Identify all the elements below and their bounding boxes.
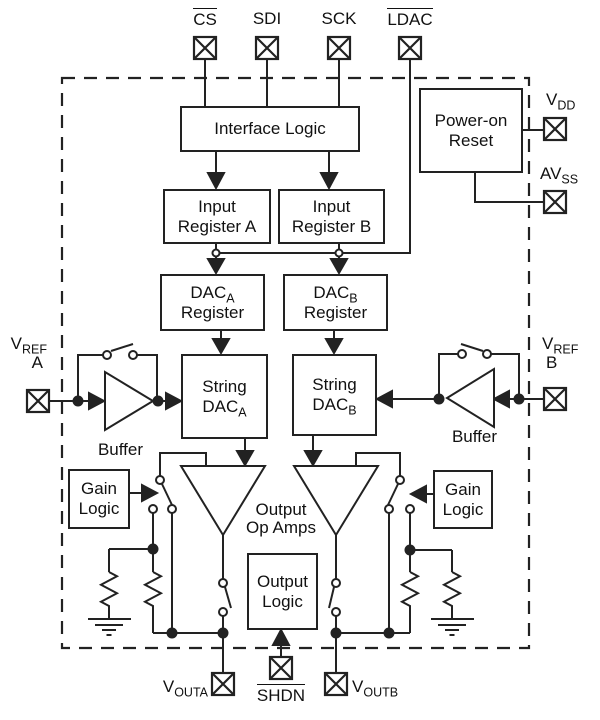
- vref-b-chain: [374, 343, 544, 429]
- sdi-pin-symbol: [254, 35, 280, 61]
- register-to-dacreg-arrows: [206, 244, 349, 276]
- voutb-pin-label: VOUTB: [352, 677, 399, 700]
- gain-logic-right-block: Gain Logic: [433, 470, 493, 529]
- gain-logic-left-block: Gain Logic: [68, 469, 130, 529]
- string-dac-b-block: String DACB: [292, 354, 377, 436]
- gain-network-right: [336, 452, 474, 639]
- avss-pin-label: AVSS: [540, 164, 579, 187]
- vdd-pin-symbol: [542, 116, 568, 142]
- sck-pin-label: SCK: [321, 9, 357, 28]
- dac-b-register-block: DACB Register: [283, 274, 388, 331]
- output-switch-left: [217, 535, 232, 673]
- ldac-pin-symbol: [397, 35, 423, 61]
- dacreg-to-stringdac-arrows: [211, 331, 344, 356]
- vref-a-pin-label: VREF A: [10, 334, 47, 372]
- chip-boundary-dashed: [60, 76, 531, 650]
- top-pin-stubs: [204, 59, 411, 254]
- output-switch-right: [328, 535, 342, 673]
- vdd-pin-label: VDD: [546, 90, 576, 113]
- voutb-pin-symbol: [323, 671, 349, 697]
- vref-a-pin-symbol: [25, 388, 51, 414]
- output-op-amps-label: Output Op Amps: [246, 500, 316, 537]
- sdi-pin-label: SDI: [252, 9, 282, 28]
- output-logic-block: Output Logic: [247, 553, 318, 630]
- gain-network-left: [88, 452, 223, 639]
- dac-a-register-block: DACA Register: [160, 274, 265, 331]
- vouta-pin-symbol: [210, 671, 236, 697]
- string-dac-a-block: String DACA: [181, 354, 268, 439]
- interface-logic-block: Interface Logic: [180, 106, 360, 152]
- vouta-pin-label: VOUTA: [162, 677, 208, 700]
- stringdac-to-opamp-arrows: [235, 436, 323, 468]
- por-pin-wires: [474, 129, 544, 203]
- input-register-b-block: Input Register B: [278, 189, 385, 244]
- ldac-pin-label: LDAC: [387, 8, 433, 29]
- vref-a-chain: [49, 343, 184, 432]
- sck-pin-symbol: [326, 35, 352, 61]
- input-register-a-block: Input Register A: [163, 189, 271, 244]
- shdn-pin-symbol: [268, 655, 294, 681]
- vref-b-pin-label: VREF B: [542, 334, 579, 372]
- avss-pin-symbol: [542, 189, 568, 215]
- shdn-arrow: [271, 627, 291, 657]
- buffer-left-label: Buffer: [97, 440, 144, 459]
- interface-to-registers-arrows: [206, 152, 339, 191]
- cs-pin-symbol: [192, 35, 218, 61]
- cs-pin-label: CS: [193, 8, 217, 29]
- shdn-pin-label: SHDN: [256, 684, 306, 705]
- pin-symbols: [25, 35, 568, 697]
- buffer-right-label: Buffer: [451, 427, 498, 446]
- vref-b-pin-symbol: [542, 386, 568, 412]
- output-op-amp-triangles: [179, 465, 380, 537]
- power-on-reset-block: Power-on Reset: [419, 88, 523, 173]
